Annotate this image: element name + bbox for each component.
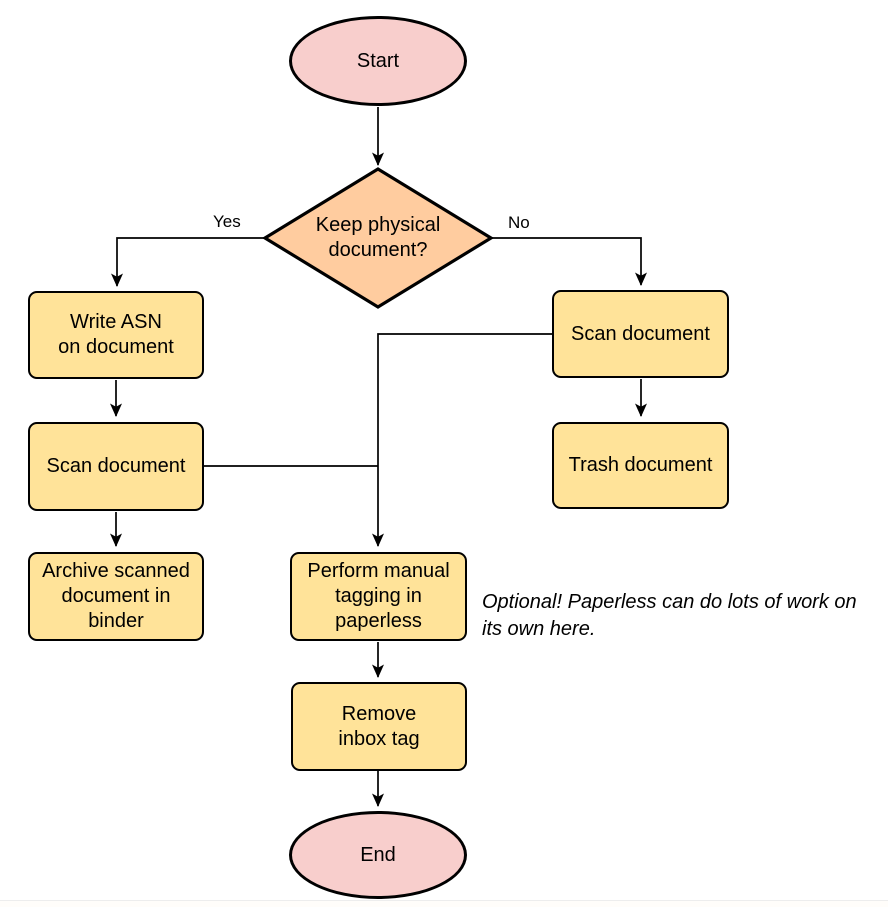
node-remove-inbox-tag-label: Remove inbox tag: [338, 702, 420, 750]
node-trash-document-label: Trash document: [568, 454, 713, 476]
node-scan-document-discard: Scan document: [552, 290, 729, 378]
optional-note: Optional! Paperless can do lots of work …: [482, 591, 857, 640]
node-start-label: Start: [356, 49, 400, 72]
edge-scan-discard-to-tagging: [372, 333, 552, 547]
node-end: End: [289, 811, 467, 899]
node-write-asn-label: Write ASN on document: [58, 311, 174, 358]
node-manual-tagging-label: Perform manual tagging in paperless: [307, 560, 450, 632]
edge-decision-no-to-scan: [492, 237, 647, 286]
decision-diamond-shape: [261, 167, 495, 309]
page-bottom-edge: [0, 900, 888, 907]
edge-decision-yes-to-write-asn: [111, 237, 264, 287]
node-scan-document-keep: Scan document: [28, 422, 204, 511]
edge-label-yes: Yes: [213, 212, 241, 231]
node-remove-inbox-tag: Remove inbox tag: [291, 682, 467, 771]
node-start: Start: [289, 16, 467, 106]
node-scan-document-discard-label: Scan document: [571, 322, 710, 345]
node-end-label: End: [360, 843, 396, 866]
edge-label-no: No: [508, 213, 530, 232]
node-scan-document-keep-label: Scan document: [46, 455, 186, 477]
node-trash-document: Trash document: [552, 422, 729, 509]
node-archive-binder-label: Archive scanned document in binder: [42, 560, 190, 632]
node-decision: Keep physical document?: [288, 198, 468, 278]
node-decision-label: Keep physical document?: [315, 214, 441, 261]
node-manual-tagging: Perform manual tagging in paperless: [290, 552, 467, 641]
node-archive-binder: Archive scanned document in binder: [28, 552, 204, 641]
node-write-asn: Write ASN on document: [28, 291, 204, 379]
